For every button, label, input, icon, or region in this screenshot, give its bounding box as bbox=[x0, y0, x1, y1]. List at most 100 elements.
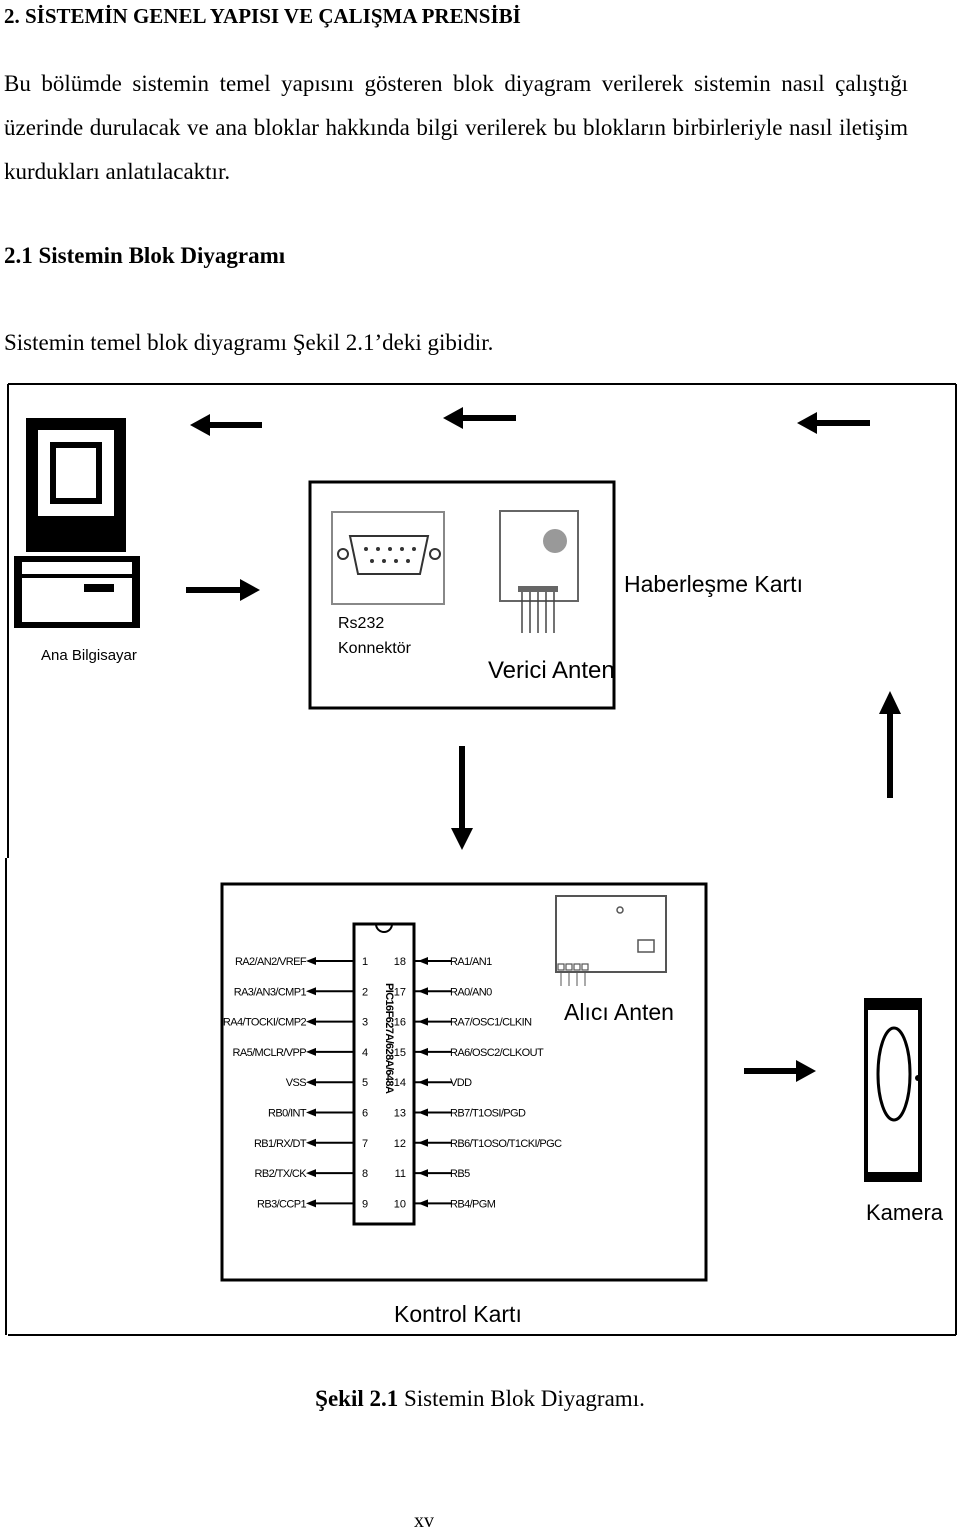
chip-pin-right-label: RB7/T1OSI/PGD bbox=[450, 1108, 526, 1120]
chip-pin-left: RA4/TOCKI/CMP2 3 bbox=[223, 1017, 368, 1029]
chip-pin-right-label: RA1/AN1 bbox=[450, 956, 492, 968]
chip-pin-right: RA1/AN1 18 bbox=[394, 956, 493, 968]
chip-pin-left-label: RA3/AN3/CMP1 bbox=[234, 986, 307, 998]
chip-pin-right-label: RA6/OSC2/CLKOUT bbox=[450, 1047, 544, 1059]
chip-pin-right-number: 13 bbox=[394, 1108, 406, 1120]
pin-arrow bbox=[306, 1169, 316, 1178]
chip-pin-left: VSS 5 bbox=[286, 1077, 368, 1089]
chip-pin-left-label: RB2/TX/CK bbox=[255, 1168, 308, 1180]
chip-pin-left-label: VSS bbox=[286, 1077, 306, 1089]
chip-pin-right-label: VDD bbox=[450, 1077, 472, 1089]
pin-arrow bbox=[306, 1017, 316, 1026]
chip-pin-right-number: 11 bbox=[395, 1168, 406, 1180]
caption-text: Sistemin Blok Diyagramı. bbox=[398, 1386, 645, 1411]
arrow-left-3 bbox=[797, 412, 870, 434]
rs232-label-line2: Konnektör bbox=[338, 640, 412, 657]
arrow-left-1 bbox=[190, 414, 262, 436]
pin-arrow bbox=[418, 1169, 428, 1178]
chip-pin-left-number: 3 bbox=[362, 1017, 368, 1029]
chip-pin-left-number: 4 bbox=[362, 1047, 368, 1059]
chip-pin-left: RB2/TX/CK 8 bbox=[255, 1168, 369, 1180]
chip-pin-left: RA2/AN2/VREF 1 bbox=[235, 956, 368, 968]
pin-arrow bbox=[306, 1199, 316, 1208]
chip-pin-left-label: RB1/RX/DT bbox=[254, 1138, 307, 1150]
chip-pin-left-label: RB3/CCP1 bbox=[257, 1198, 306, 1210]
chip-pin-left-label: RB0/INT bbox=[268, 1108, 307, 1120]
comm-card-label: Haberleşme Kartı bbox=[624, 571, 803, 597]
intro-sentence: Sistemin temel blok diyagramı Şekil 2.1’… bbox=[4, 330, 494, 355]
pin-arrow bbox=[418, 1138, 428, 1147]
chip-pin-left-number: 5 bbox=[362, 1077, 368, 1089]
chip-pin-left-number: 7 bbox=[362, 1138, 368, 1150]
chip-pin-left-number: 6 bbox=[362, 1108, 368, 1120]
block-diagram-figure: Ana Bilgisayar Rs232 Konnektör Verici An… bbox=[0, 378, 960, 1348]
control-card-box bbox=[220, 882, 708, 1282]
chip-pin-left-number: 1 bbox=[362, 956, 368, 968]
receiver-label: Alıcı Anten bbox=[564, 999, 674, 1025]
chip-pin-right-number: 15 bbox=[394, 1047, 406, 1059]
arrow-left-2 bbox=[443, 407, 516, 429]
pin-arrow bbox=[306, 1138, 316, 1147]
pin-arrow bbox=[418, 1047, 428, 1056]
chip-pin-right-label: RB6/T1OSO/T1CKI/PGC bbox=[450, 1138, 562, 1150]
chip-pin-right-label: RB5 bbox=[450, 1168, 470, 1180]
arrow-right-to-comm bbox=[186, 579, 260, 601]
camera-icon bbox=[864, 998, 922, 1182]
control-card-label: Kontrol Kartı bbox=[394, 1301, 522, 1327]
pin-arrow bbox=[418, 987, 428, 996]
pin-arrow bbox=[306, 1047, 316, 1056]
computer-label: Ana Bilgisayar bbox=[41, 647, 137, 664]
pin-arrow bbox=[306, 957, 316, 965]
pin-arrow bbox=[418, 957, 428, 965]
chip-pin-left: RB3/CCP1 9 bbox=[257, 1198, 368, 1210]
chip-pin-right: VDD 14 bbox=[394, 1077, 473, 1089]
chip-pin-right: RB7/T1OSI/PGD 13 bbox=[394, 1108, 527, 1120]
subsection-heading: 2.1 Sistemin Blok Diyagramı bbox=[4, 243, 286, 268]
chip-pin-right-number: 16 bbox=[394, 1017, 406, 1029]
chip-pin-left-number: 8 bbox=[362, 1168, 368, 1180]
pin-arrow bbox=[418, 1199, 428, 1208]
transmitter-label: Verici Anten bbox=[488, 657, 615, 684]
chip-pin-left-label: RA2/AN2/VREF bbox=[235, 956, 307, 968]
chip-pin-right-number: 18 bbox=[394, 956, 406, 968]
pin-arrow bbox=[306, 1078, 316, 1087]
body-paragraph: Bu bölümde sistemin temel yapısını göste… bbox=[4, 71, 908, 184]
chip-pin-right: RA0/AN0 17 bbox=[394, 986, 493, 998]
receiver-module-icon bbox=[555, 895, 667, 986]
rs232-connector-icon bbox=[331, 511, 445, 605]
chip-pin-left-number: 9 bbox=[362, 1198, 368, 1210]
figure-frame bbox=[5, 383, 957, 1336]
caption-figure-number: Şekil 2.1 bbox=[315, 1386, 399, 1411]
section-heading: 2. SİSTEMİN GENEL YAPISI VE ÇALIŞMA PREN… bbox=[4, 4, 521, 28]
chip-pin-left: RB1/RX/DT 7 bbox=[254, 1138, 368, 1150]
pin-arrow bbox=[418, 1108, 428, 1117]
comm-card-box bbox=[308, 480, 616, 710]
arrow-down-to-control bbox=[451, 746, 473, 850]
chip-pin-right-number: 12 bbox=[394, 1138, 406, 1150]
pin-arrow bbox=[418, 1017, 428, 1026]
camera-label: Kamera bbox=[866, 1200, 944, 1225]
chip-pin-left-number: 2 bbox=[362, 986, 368, 998]
rs232-label: Rs232 bbox=[338, 615, 384, 632]
transmitter-module-icon bbox=[499, 510, 579, 633]
chip-pin-right: RB6/T1OSO/T1CKI/PGC 12 bbox=[394, 1138, 563, 1150]
chip-pin-left-label: RA5/MCLR/VPP bbox=[233, 1047, 307, 1059]
pin-arrow bbox=[306, 1108, 316, 1117]
page-number: xv bbox=[414, 1510, 434, 1532]
chip-pin-right: RB5 11 bbox=[395, 1168, 471, 1180]
arrow-right-to-camera bbox=[744, 1060, 816, 1082]
chip-pin-right-label: RA0/AN0 bbox=[450, 986, 492, 998]
chip-pin-left: RA5/MCLR/VPP 4 bbox=[233, 1047, 369, 1059]
chip-pin-right-label: RA7/OSC1/CLKIN bbox=[450, 1017, 532, 1029]
chip-pin-right-number: 10 bbox=[394, 1198, 406, 1210]
chip-pin-right: RA7/OSC1/CLKIN 16 bbox=[394, 1017, 533, 1029]
chip-pin-right-number: 17 bbox=[394, 986, 406, 998]
chip-label: PIC16F627A/628A/648A bbox=[383, 983, 395, 1094]
figure-caption: Şekil 2.1 Sistemin Blok Diyagramı. bbox=[0, 1386, 960, 1412]
chip-pin-right-number: 14 bbox=[394, 1077, 406, 1089]
pin-arrow bbox=[306, 987, 316, 996]
pin-arrow bbox=[418, 1078, 428, 1087]
chip-pin-right: RA6/OSC2/CLKOUT 15 bbox=[394, 1047, 545, 1059]
chip-pin-left-label: RA4/TOCKI/CMP2 bbox=[223, 1017, 307, 1029]
